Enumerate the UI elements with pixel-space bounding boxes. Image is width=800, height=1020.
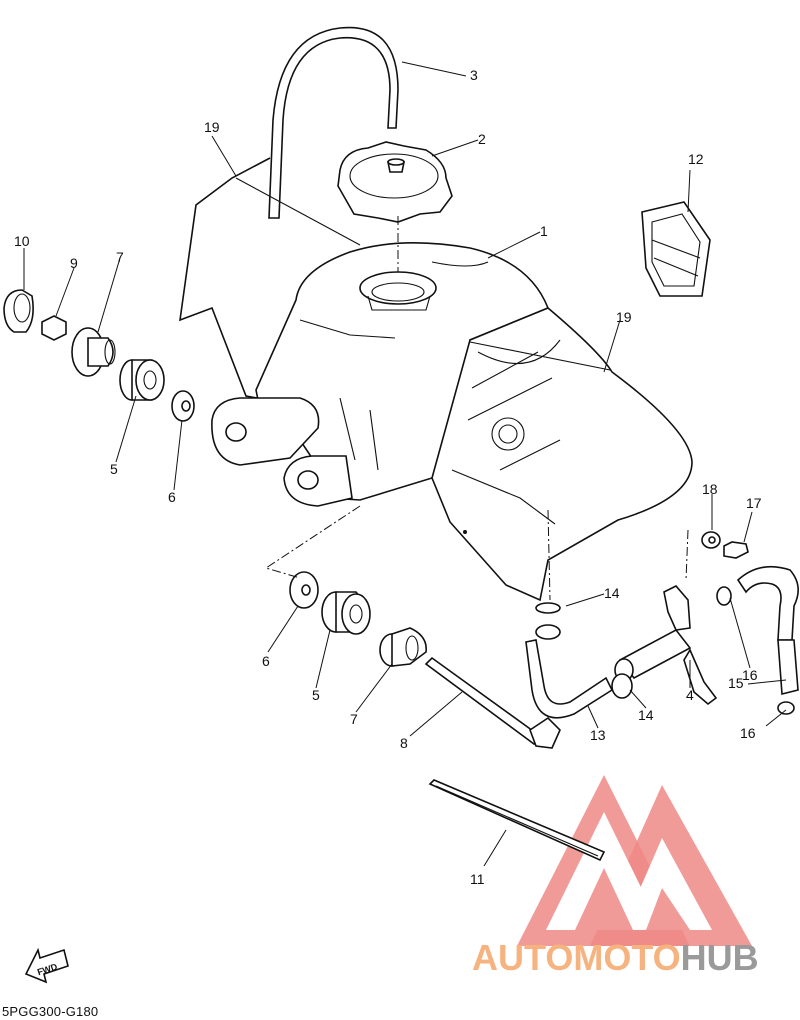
- callout-14-upper: 14: [604, 585, 620, 601]
- watermark-text: AUTOMOTOHUB: [472, 937, 759, 978]
- callout-15: 15: [728, 675, 744, 691]
- callout-5-lower: 5: [312, 687, 320, 703]
- callout-8: 8: [400, 735, 408, 751]
- fuel-tank-part-1: [211, 242, 693, 602]
- leader-lines: [23, 61, 787, 867]
- callout-16-upper: 16: [742, 667, 758, 683]
- callout-18: 18: [702, 481, 718, 497]
- fuel-line-assembly: [525, 531, 799, 719]
- breather-hose-part-3: [268, 26, 399, 219]
- callout-4: 4: [686, 687, 694, 703]
- callout-10: 10: [14, 233, 30, 249]
- callout-19-left: 19: [204, 119, 220, 135]
- callout-19-right: 19: [616, 309, 632, 325]
- emblem-part-12: [641, 201, 711, 297]
- rubber-strip-part-11: [428, 779, 606, 862]
- callout-2: 2: [478, 131, 486, 147]
- callout-9: 9: [70, 255, 78, 271]
- callout-7-upper: 7: [116, 249, 124, 265]
- callout-17: 17: [746, 495, 762, 511]
- fuel-cap-part-2: [337, 141, 453, 223]
- side-cover-left-part-19: [179, 157, 361, 403]
- mount-hardware-upper: [3, 289, 195, 422]
- part-number-callouts: 1 2 3 4 5 5 6 6 7 7 8 9 10 11 12 13 14 1…: [14, 67, 762, 887]
- callout-3: 3: [470, 67, 478, 83]
- watermark-logo: [517, 775, 752, 946]
- assembly-center-lines: [264, 216, 689, 601]
- callout-14-lower: 14: [638, 707, 654, 723]
- callout-1: 1: [540, 223, 548, 239]
- callout-5-upper: 5: [110, 461, 118, 477]
- callout-11: 11: [470, 871, 485, 887]
- document-code: 5PGG300-G180: [2, 1004, 99, 1019]
- callout-13: 13: [590, 727, 606, 743]
- callout-6-lower: 6: [262, 653, 270, 669]
- mount-hardware-lower: [289, 571, 561, 749]
- callout-6-upper: 6: [168, 489, 176, 505]
- callout-7-lower: 7: [350, 711, 358, 727]
- callout-12: 12: [688, 151, 704, 167]
- watermark-text-part2: HUB: [681, 937, 759, 978]
- forward-direction-arrow: FWD: [24, 947, 69, 984]
- watermark-text-part1: AUTOMOTO: [472, 937, 681, 978]
- callout-16-lower: 16: [740, 725, 756, 741]
